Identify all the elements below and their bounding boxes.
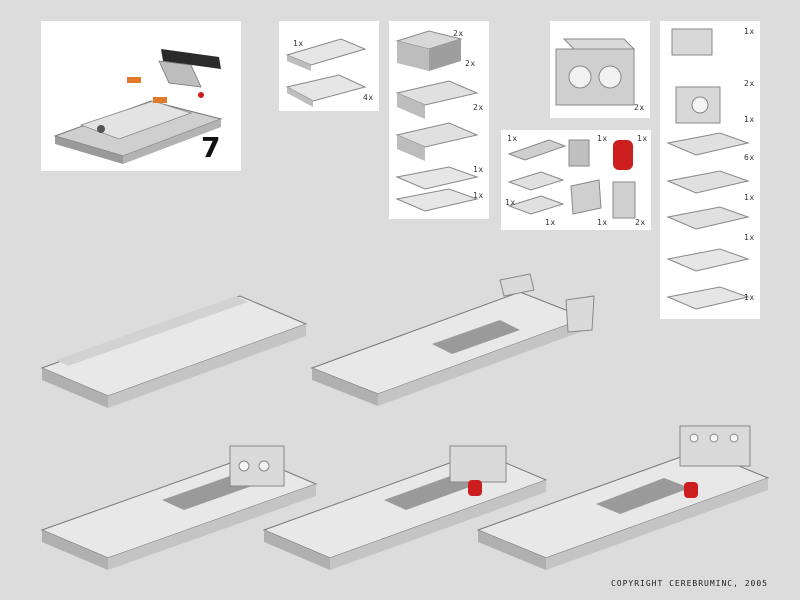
model-preview-panel: 7 — [41, 21, 241, 171]
parts-panel-a: 1x 4x — [279, 21, 379, 111]
qty-label: 2x — [465, 59, 476, 68]
qty-label: 1x — [744, 233, 755, 242]
qty-label: 1x — [507, 134, 518, 143]
qty-label: 4x — [363, 93, 374, 102]
parts-panel-d: 1x 1x 1x 1x 1x 1x 2x — [501, 130, 651, 230]
assembly-stage-5 — [476, 425, 770, 570]
qty-label: 1x — [505, 198, 516, 207]
qty-label: 6x — [744, 153, 755, 162]
step-number: 7 — [201, 131, 221, 164]
qty-label: 2x — [634, 103, 645, 112]
qty-label: 1x — [744, 115, 755, 124]
parts-d-illustration — [507, 139, 636, 219]
assembly-stage-1 — [40, 295, 308, 408]
assembly-stage-4 — [262, 445, 548, 570]
copyright-notice: COPYRIGHT CEREBRUMINC, 2005 — [610, 579, 768, 588]
parts-a-illustration — [285, 38, 367, 107]
qty-label: 1x — [597, 134, 608, 143]
assembly-stage-2 — [310, 273, 595, 406]
qty-label: 1x — [597, 218, 608, 227]
parts-panel-b: 2x 2x 2x 1x 1x — [389, 21, 489, 219]
qty-label: 1x — [744, 193, 755, 202]
qty-label: 1x — [637, 134, 648, 143]
qty-label: 2x — [635, 218, 646, 227]
qty-label: 1x — [293, 39, 304, 48]
parts-panel-c: 2x — [550, 21, 650, 118]
qty-label: 2x — [473, 103, 484, 112]
parts-e-illustration — [666, 28, 750, 310]
finished-model-illustration — [53, 49, 223, 164]
qty-label: 1x — [473, 165, 484, 174]
parts-b-illustration — [395, 30, 479, 212]
qty-label: 1x — [473, 191, 484, 200]
parts-c-illustration — [555, 38, 636, 106]
qty-label: 2x — [744, 79, 755, 88]
parts-panel-e: 1x 2x 1x 6x 1x 1x 1x — [660, 21, 760, 319]
qty-label: 1x — [545, 218, 556, 227]
qty-label: 1x — [744, 293, 755, 302]
qty-label: 1x — [744, 27, 755, 36]
assembly-stage-3 — [40, 445, 318, 570]
qty-label: 2x — [453, 29, 464, 38]
